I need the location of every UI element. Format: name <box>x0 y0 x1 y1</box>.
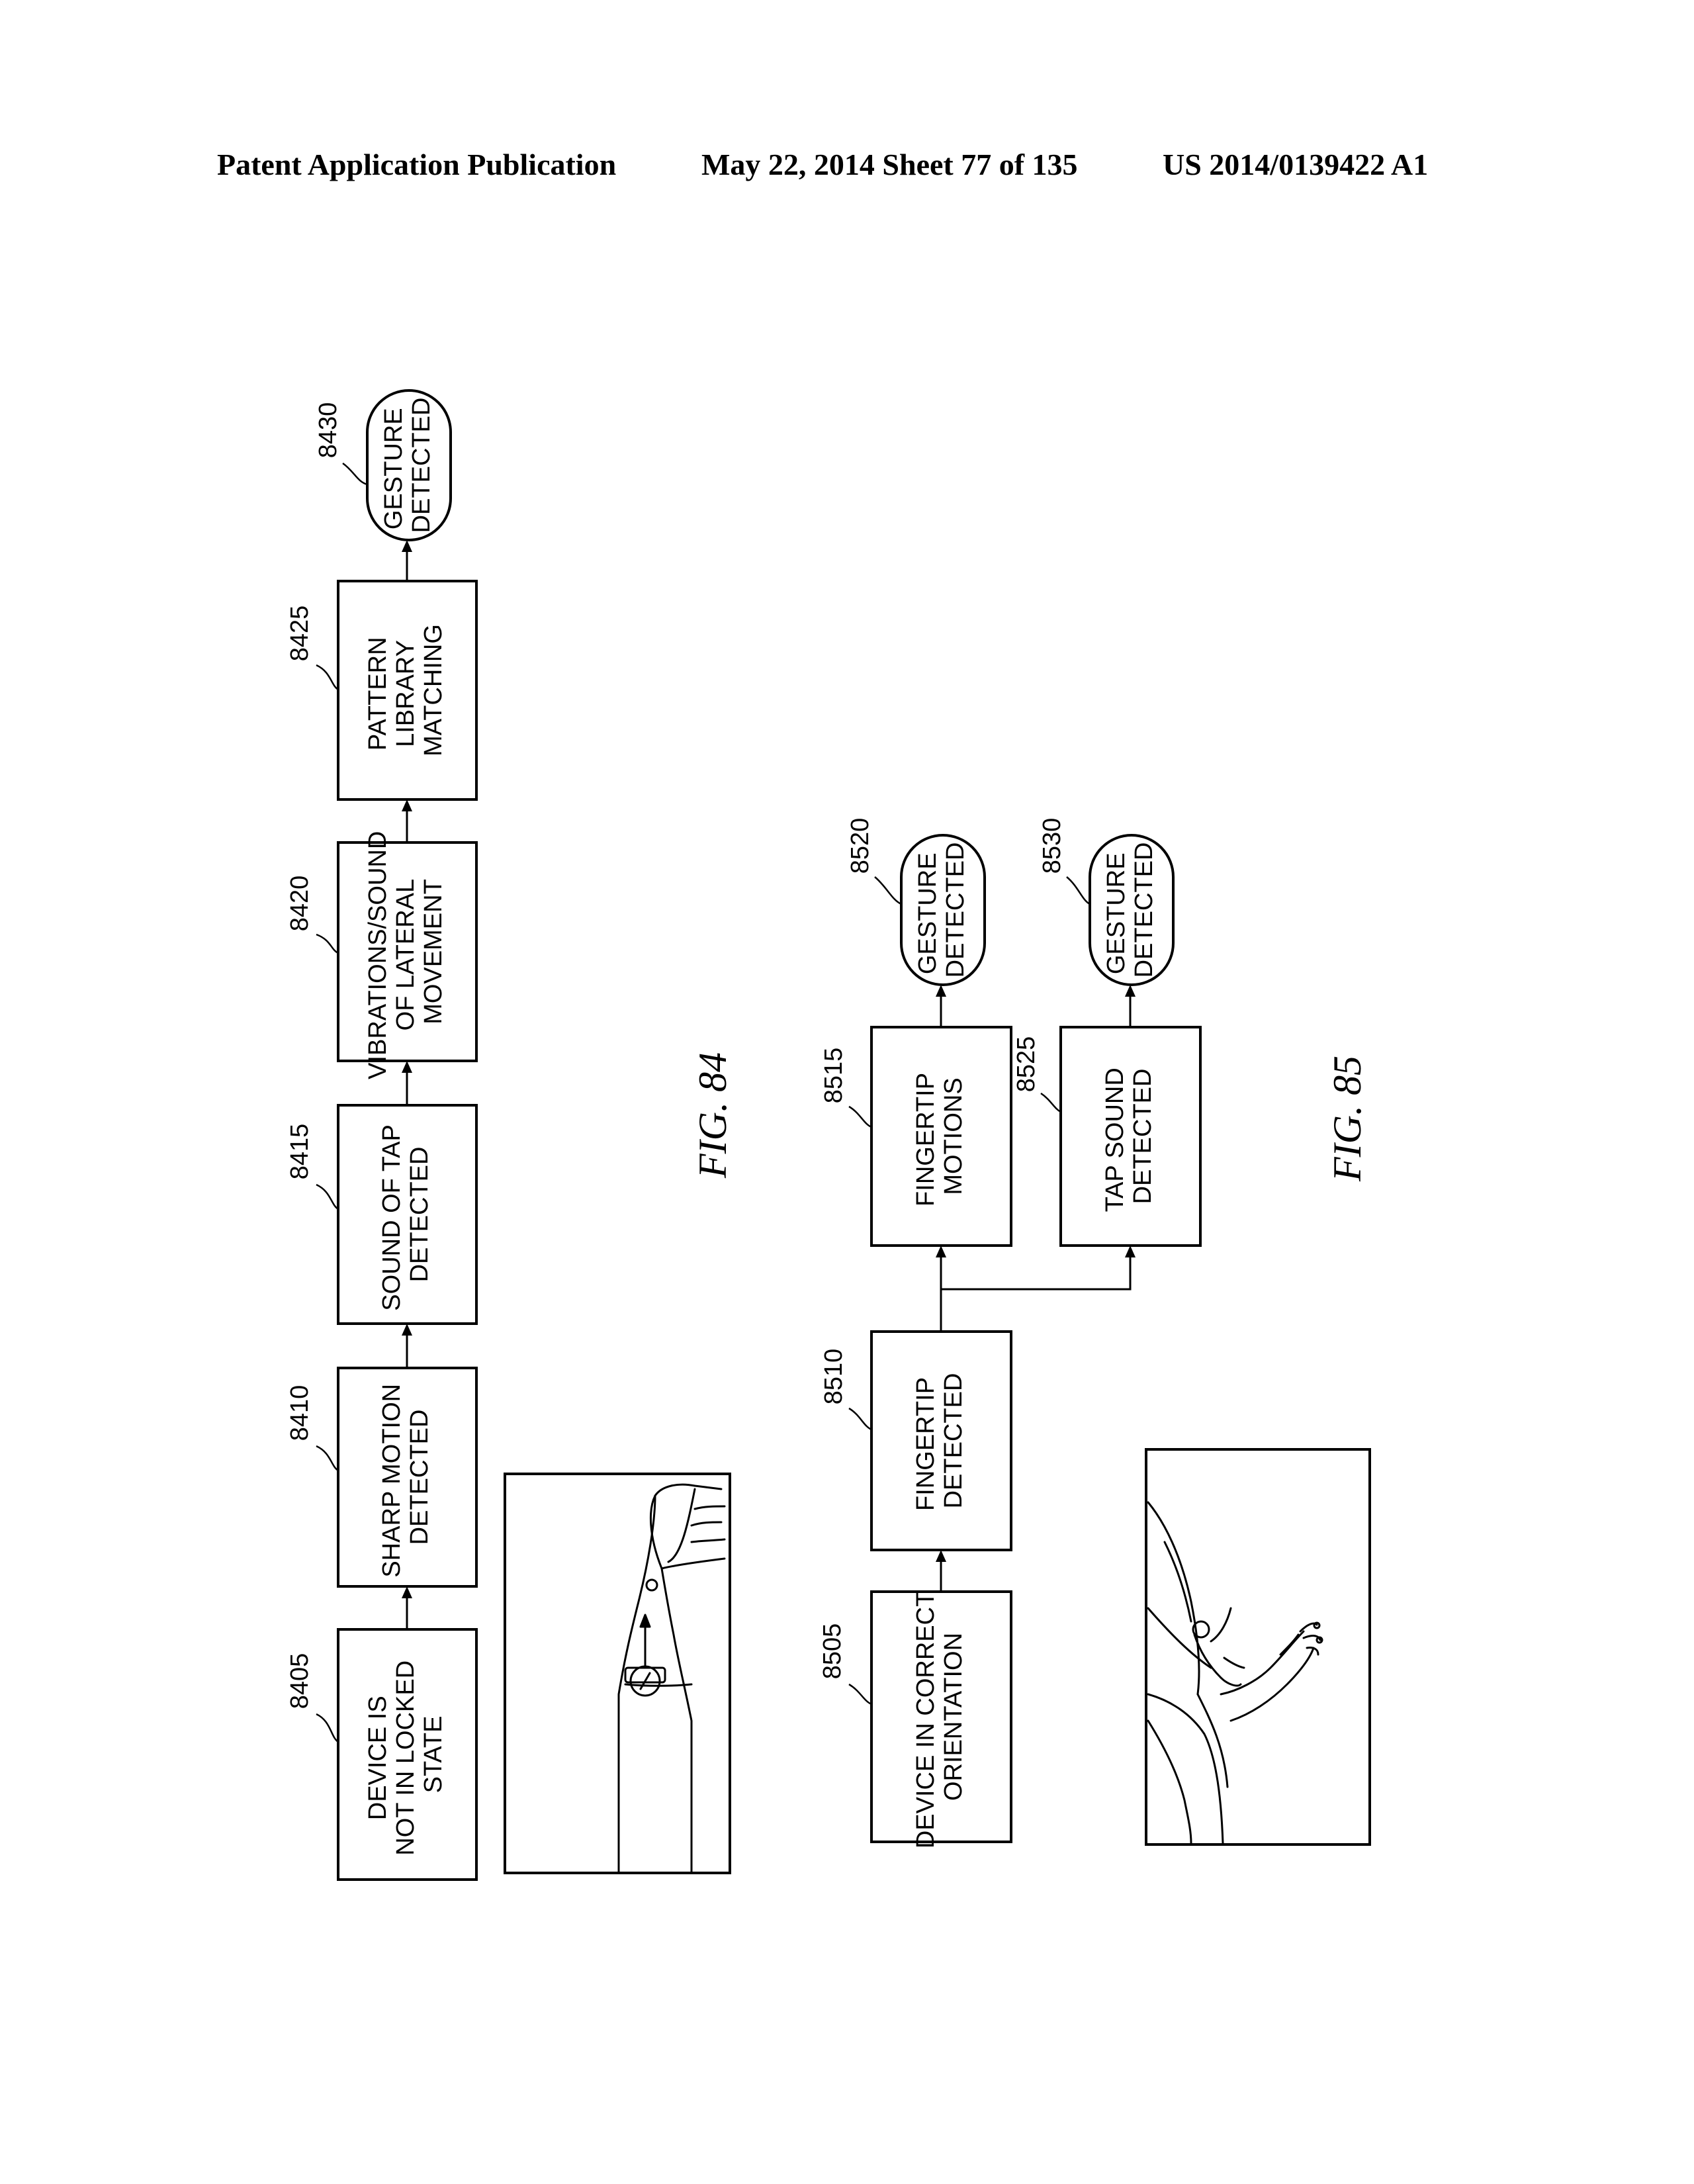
fig-84-caption: FIG. 84 <box>691 1052 735 1179</box>
leader-8425 <box>316 664 339 691</box>
ref-8410: 8410 <box>286 1385 314 1441</box>
ref-8505: 8505 <box>819 1623 846 1680</box>
box-8425-text: PATTERN LIBRARY MATCHING <box>364 624 447 756</box>
leader-8510 <box>848 1407 872 1431</box>
terminal-8520 <box>900 834 986 986</box>
ref-8405: 8405 <box>286 1653 314 1709</box>
ref-8525: 8525 <box>1012 1036 1040 1093</box>
box-8525 <box>1059 1026 1202 1247</box>
box-8425 <box>337 580 478 801</box>
fig-85-illustration-frame <box>1145 1448 1371 1846</box>
leader-8405 <box>316 1713 339 1743</box>
publication-label: Patent Application Publication <box>217 148 617 181</box>
box-8405-text: DEVICE IS NOT IN LOCKED STATE <box>364 1653 447 1855</box>
box-8515 <box>870 1026 1012 1247</box>
box-8410-text: SHARP MOTION DETECTED <box>378 1377 433 1577</box>
terminal-8520-text: GESTURE DETECTED <box>914 842 969 978</box>
box-8515-text: FINGERTIP MOTIONS <box>912 1066 967 1206</box>
leader-8410 <box>316 1445 339 1472</box>
fig-85-caption: FIG. 85 <box>1325 1056 1369 1182</box>
terminal-8430-text: GESTURE DETECTED <box>380 398 435 533</box>
box-8415-text: SOUND OF TAP DETECTED <box>378 1118 433 1310</box>
ref-8425: 8425 <box>286 606 314 662</box>
terminal-8530-text: GESTURE DETECTED <box>1102 842 1158 978</box>
ref-8430: 8430 <box>314 402 342 459</box>
ref-8515: 8515 <box>820 1048 848 1104</box>
fig-84-flowchart: DEVICE IS NOT IN LOCKED STATE 8405 SHARP… <box>286 389 735 1881</box>
fig-84-illustration-frame <box>504 1473 731 1874</box>
leader-8530 <box>1066 876 1091 905</box>
ref-8415: 8415 <box>286 1124 314 1180</box>
leader-8420 <box>316 933 339 954</box>
leader-8505 <box>848 1683 872 1706</box>
ref-8520: 8520 <box>846 818 874 874</box>
page-header: Patent Application Publication May 22, 2… <box>0 147 1694 187</box>
box-8505-text: DEVICE IN CORRECT ORIENTATION <box>912 1585 967 1848</box>
date-sheet-label: May 22, 2014 Sheet 77 of 135 <box>701 148 1078 181</box>
box-8525-text: TAP SOUND DETECTED <box>1101 1061 1157 1212</box>
leader-8430 <box>342 462 368 486</box>
leader-8415 <box>316 1183 339 1210</box>
leader-8520 <box>874 876 902 905</box>
terminal-8430 <box>366 389 452 541</box>
box-8510-text: FINGERTIP DETECTED <box>912 1371 967 1511</box>
publication-number: US 2014/0139422 A1 <box>1163 148 1429 181</box>
wrist-watch-tap-illustration <box>617 1483 726 1873</box>
box-8420-text: VIBRATIONS/SOUND OF LATERAL MOVEMENT <box>364 824 447 1079</box>
fingertip-tap-illustration <box>1147 1501 1323 1844</box>
leader-8525 <box>1040 1092 1061 1113</box>
arrow-8510-8525 <box>941 1254 1132 1291</box>
box-8405 <box>337 1628 478 1881</box>
ref-8420: 8420 <box>286 876 314 932</box>
terminal-8530 <box>1089 834 1175 986</box>
fig-85-flowchart: DEVICE IN CORRECT ORIENTATION 8505 FINGE… <box>819 818 1371 1848</box>
ref-8510: 8510 <box>820 1349 848 1405</box>
ref-8530: 8530 <box>1038 818 1066 874</box>
box-8505 <box>870 1590 1012 1843</box>
leader-8515 <box>848 1105 872 1128</box>
